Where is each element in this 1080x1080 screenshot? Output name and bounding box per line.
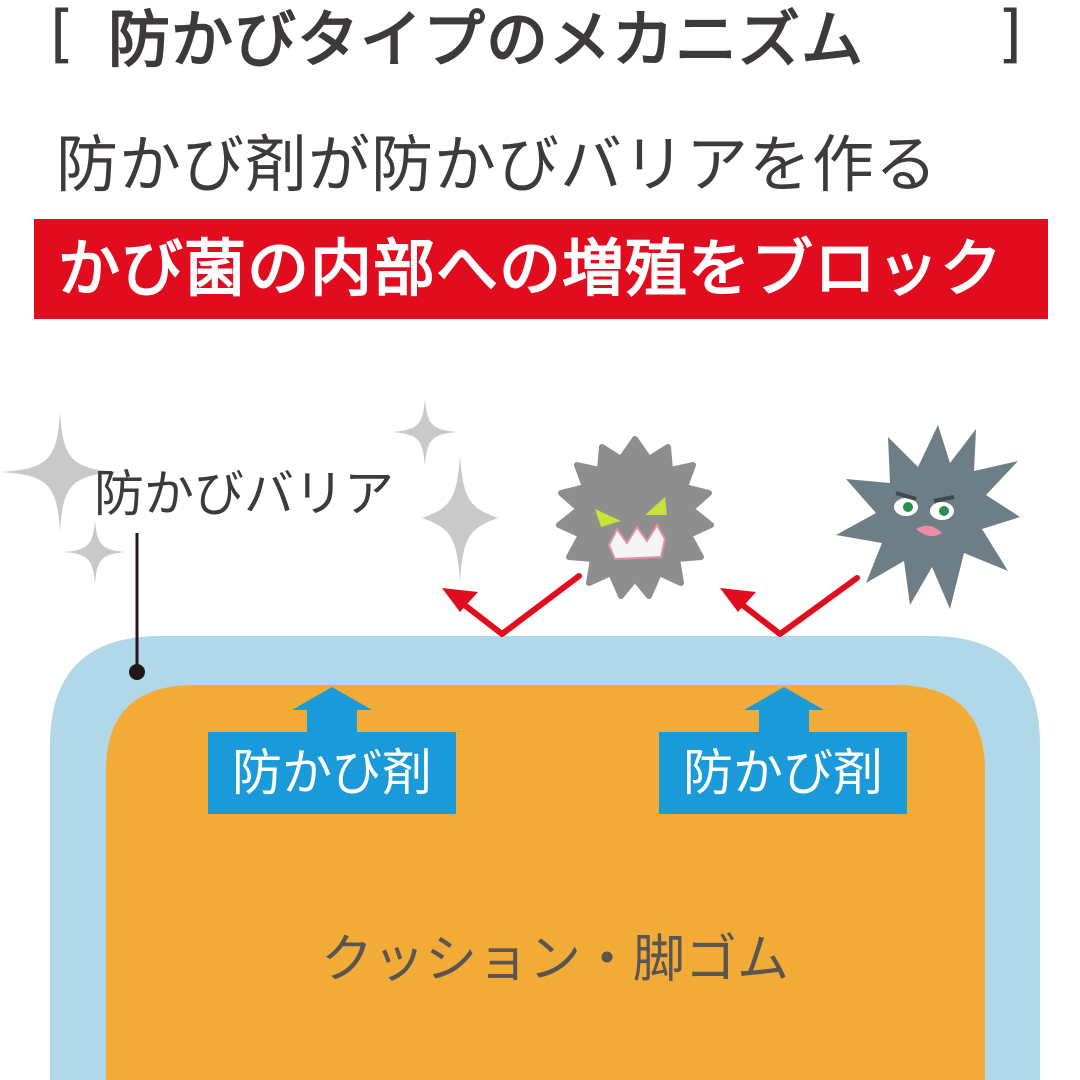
up-arrow-icon [292, 687, 372, 734]
sparkle-icon [64, 520, 126, 584]
up-arrow-icon [744, 687, 824, 734]
antifungal-agent-label: 防かび剤 [659, 732, 907, 814]
sparkle-icon [0, 412, 120, 532]
sparkle-icon [392, 398, 458, 466]
antifungal-agent-label: 防かび剤 [208, 732, 456, 814]
mold-germ-icon [836, 425, 1020, 609]
banner: かび菌の内部への増殖をブロック [34, 219, 1048, 319]
deflect-arrow-icon [733, 575, 860, 637]
deflect-arrow-head [442, 588, 478, 612]
subtitle: 防かび剤が防かびバリアを作る [56, 128, 939, 201]
mold-germ-icon [556, 436, 714, 599]
deflect-arrow-icon [455, 573, 582, 637]
barrier-leader-dot [129, 664, 145, 680]
barrier-label: 防かびバリア [94, 465, 394, 523]
sparkle-icons [0, 398, 498, 584]
page-title: 防かびタイプのメカニズム [108, 3, 865, 76]
heading-bracket-open: [ [50, 0, 75, 70]
banner-text: かび菌の内部への増殖をブロック [58, 232, 1004, 305]
heading-bracket-close: ] [997, 0, 1022, 70]
sparkle-icon [422, 455, 498, 582]
cushion-base-label: クッション・脚ゴム [320, 930, 789, 990]
heading: [ 防かびタイプのメカニズム ] [0, 0, 1080, 80]
deflect-arrow-head [720, 588, 756, 612]
